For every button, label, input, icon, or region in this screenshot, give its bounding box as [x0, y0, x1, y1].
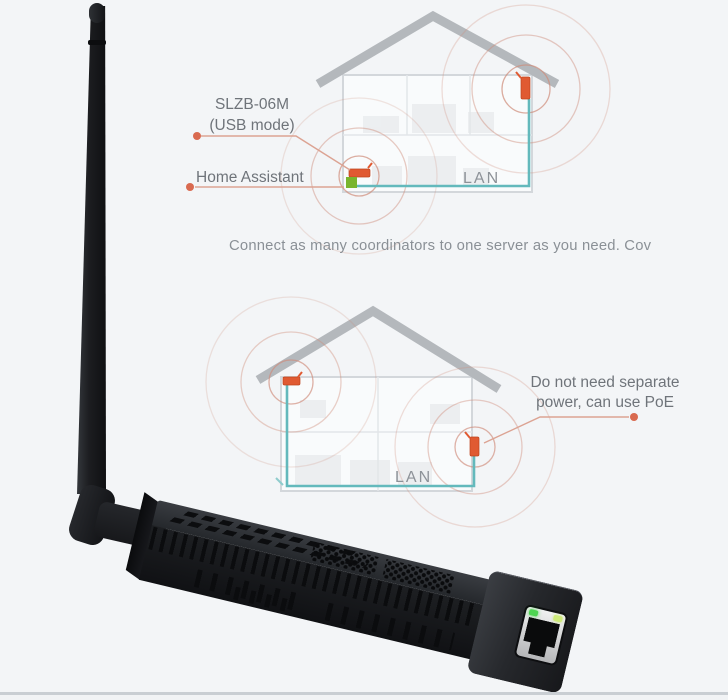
- lan-label-top: LAN: [463, 170, 501, 187]
- lan-cable-hook: [275, 477, 284, 486]
- bottom-callout-line: [483, 413, 638, 444]
- device-body: [125, 492, 585, 695]
- top-house-diagram: [280, 4, 611, 255]
- roof-icon: [315, 10, 560, 88]
- callout-dot: [186, 183, 194, 191]
- poe-callout-line2: power, can use PoE: [536, 394, 674, 411]
- house-interior-walls: [343, 75, 532, 136]
- caption-text: Connect as many coordinators to one serv…: [229, 238, 652, 254]
- rj45-socket: [521, 617, 561, 659]
- top-callout-lines: [186, 132, 351, 191]
- house-interior: [363, 104, 494, 186]
- antenna-tip: [89, 3, 105, 23]
- callout-dot: [193, 132, 201, 140]
- lan-cable: [352, 99, 531, 188]
- signal-circles: [205, 296, 556, 528]
- signal-circles: [280, 4, 611, 255]
- bottom-margin: [0, 695, 728, 700]
- device-callout-line2: (USB mode): [209, 117, 295, 134]
- poe-callout-label: Do not need separate power, can use PoE: [489, 373, 721, 413]
- roof-icon: [255, 305, 502, 393]
- lan-label-bottom: LAN: [395, 469, 433, 486]
- bottom-house-diagram: [205, 296, 556, 528]
- poe-callout-line1: Do not need separate: [530, 374, 680, 391]
- ethernet-port: [515, 606, 567, 665]
- home-assistant-label: Home Assistant: [196, 169, 304, 186]
- device-callout-line1: SLZB-06M: [214, 96, 290, 113]
- link-led-green: [528, 608, 539, 617]
- bottom-divider: [0, 692, 728, 695]
- home-assistant-server-icon: [346, 177, 357, 188]
- usb-coordinator-icon: [348, 162, 373, 178]
- antenna-icon: [77, 6, 106, 494]
- wall-coordinator-icon: [464, 431, 480, 457]
- callout-dot: [630, 413, 638, 421]
- house-interior: [295, 400, 460, 486]
- wall-coordinator-icon: [515, 71, 531, 100]
- device-callout-label: SLZB-06M (USB mode): [176, 94, 328, 136]
- house-interior-walls: [281, 377, 472, 491]
- activity-led-amber: [552, 614, 563, 623]
- lan-cable: [285, 385, 476, 488]
- antenna-ring: [88, 40, 106, 45]
- wall-coordinator-icon: [282, 371, 303, 386]
